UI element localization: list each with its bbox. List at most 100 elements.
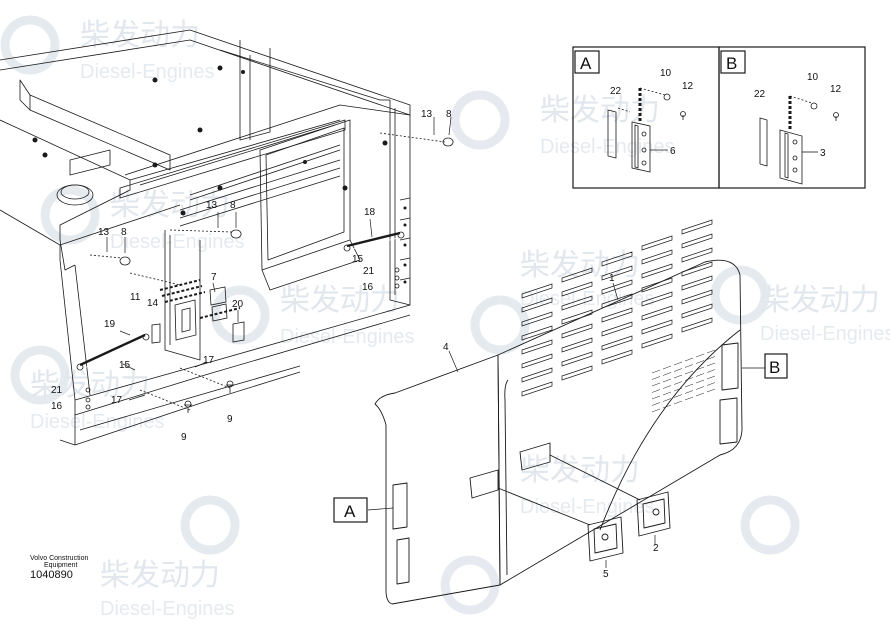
watermark-text: 柴发动力 Diesel-Engines 柴发动力 Diesel-Engines …: [30, 18, 890, 620]
callout-13: 13: [421, 109, 433, 120]
callout-18: 18: [364, 207, 376, 218]
bracket-part: [174, 299, 197, 341]
view-tag-a: A: [333, 497, 368, 523]
callout-19: 19: [104, 319, 116, 330]
vent-slot: [601, 335, 633, 351]
perforation: [684, 390, 694, 394]
callout-b-12: 12: [830, 84, 842, 95]
latch-part: [211, 303, 228, 322]
callout-20: 20: [232, 299, 244, 310]
vent-slot: [521, 311, 553, 327]
vent-slot: [641, 263, 673, 279]
perforation: [651, 402, 661, 406]
watermark-en: Diesel-Engines: [100, 598, 235, 620]
vent-slot: [561, 323, 593, 339]
perforation: [673, 374, 683, 379]
callout-9: 9: [181, 432, 187, 443]
callout-1: 1: [609, 273, 615, 284]
watermark-cn: 柴发动力: [100, 558, 220, 593]
callout-14: 14: [147, 298, 159, 309]
vent-slot: [561, 365, 593, 381]
perforation: [651, 376, 661, 380]
perforation: [695, 392, 705, 397]
vent-slot: [521, 339, 553, 355]
frame-holes: [32, 65, 407, 284]
callout-numbers: 1 2 4 5 7 8 8 8 9 9 11 13 13 13 14 15 15…: [51, 109, 659, 580]
vent-slot: [681, 317, 713, 333]
watermark-en: Diesel-Engines: [110, 231, 245, 253]
maker-caption: Volvo Construction Equipment 1040890: [30, 555, 88, 581]
vent-slot: [681, 233, 713, 249]
perforation: [695, 373, 705, 377]
lock-handle-2: [636, 491, 671, 537]
vent-slot: [601, 293, 633, 309]
vent-slot: [601, 279, 633, 295]
perforation: [684, 383, 694, 388]
perforation: [651, 382, 661, 387]
view-tag-b: B: [764, 353, 788, 379]
vent-slot: [601, 265, 633, 281]
watermark-en: Diesel-Engines: [30, 411, 165, 433]
callout-16: 16: [51, 401, 63, 412]
vent-slot: [561, 337, 593, 353]
perforation: [673, 394, 683, 398]
callout-b-3: 3: [820, 148, 826, 159]
perforation: [673, 387, 683, 392]
perforation: [673, 381, 683, 385]
perforation: [695, 353, 705, 358]
perforation: [684, 364, 694, 368]
vent-slot: [561, 281, 593, 297]
callout-a-6: 6: [670, 146, 676, 157]
perforation: [684, 396, 694, 401]
callout-8: 8: [121, 227, 127, 238]
hinge-tab-b: [721, 342, 739, 391]
hinge-a: [607, 87, 686, 173]
perforation: [706, 388, 716, 393]
vent-slot: [681, 247, 713, 263]
perforation: [695, 386, 705, 390]
callout-16: 16: [362, 282, 374, 293]
hood-panels: [374, 259, 743, 605]
vent-slot: [561, 309, 593, 325]
side-door-right: [497, 259, 743, 586]
vent-slot: [641, 235, 673, 251]
view-tag-b-label: B: [769, 358, 780, 377]
callout-2: 2: [653, 543, 659, 554]
perforation: [684, 377, 694, 381]
vent-slot: [561, 267, 593, 283]
callout-13: 13: [206, 200, 218, 211]
watermark: 柴发动力 Diesel-Engines 柴发动力 Diesel-Engines …: [0, 15, 890, 620]
watermark-cn: 柴发动力: [520, 248, 640, 283]
vent-slot: [681, 289, 713, 305]
callout-7: 7: [211, 272, 217, 283]
perforation: [662, 385, 672, 389]
perforation: [673, 361, 683, 366]
watermark-cn: 柴发动力: [80, 18, 200, 53]
maker-name: Volvo Construction: [30, 555, 89, 562]
vent-slot: [601, 321, 633, 337]
perforation: [695, 366, 705, 371]
vent-slot: [521, 381, 553, 397]
watermark-en: Diesel-Engines: [280, 326, 415, 348]
watermark-en: Diesel-Engines: [540, 136, 675, 158]
side-door-left: [374, 354, 501, 605]
perforation: [706, 362, 716, 367]
perforation: [706, 356, 716, 360]
callout-21: 21: [51, 385, 63, 396]
hinge-tab-a: [396, 537, 410, 585]
perforation: [706, 369, 716, 373]
watermark-cn: 柴发动力: [760, 283, 880, 318]
vent-slot: [561, 295, 593, 311]
watermark-en: Diesel-Engines: [760, 323, 890, 345]
watermark-cn: 柴发动力: [540, 93, 660, 128]
perforation: [684, 370, 694, 375]
vent-slot: [521, 297, 553, 313]
watermark-logo: [0, 15, 800, 615]
watermark-cn: 柴发动力: [30, 368, 150, 403]
callout-13: 13: [98, 227, 110, 238]
vent-slots: [521, 219, 713, 397]
hinge-tab-b: [719, 397, 738, 445]
perforation: [706, 349, 716, 354]
vent-slot: [681, 275, 713, 291]
